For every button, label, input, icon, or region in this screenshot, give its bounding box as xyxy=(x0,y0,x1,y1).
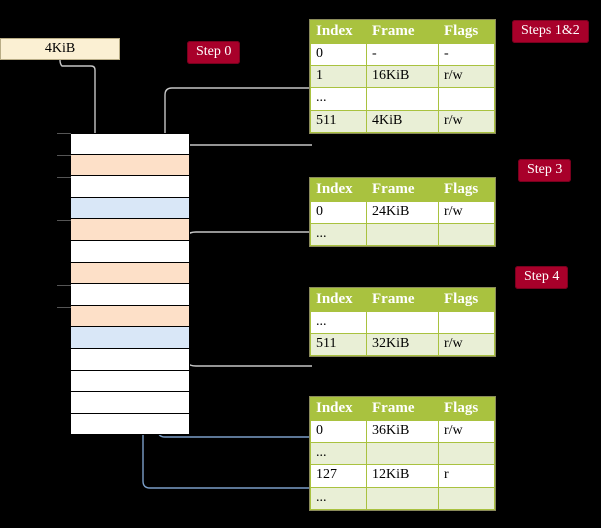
table-cell: ... xyxy=(310,223,367,247)
column-header-flags: Flags xyxy=(438,287,495,313)
table-cell: 36KiB xyxy=(366,420,439,444)
column-header-index: Index xyxy=(310,396,367,422)
memory-frame-row xyxy=(70,176,190,198)
table-cell: r/w xyxy=(438,201,495,225)
memory-frame-row xyxy=(70,284,190,306)
table-cell xyxy=(438,486,495,510)
wire-result-12kib xyxy=(136,332,312,489)
table-cell: 127 xyxy=(310,464,367,488)
memory-tick xyxy=(57,285,71,286)
memory-tick xyxy=(57,133,71,134)
table-cell: 511 xyxy=(310,333,367,357)
table-cell: ... xyxy=(310,87,367,111)
table-cell: 0 xyxy=(310,43,367,67)
badge-step-0: Step 0 xyxy=(187,41,241,64)
table-cell xyxy=(366,311,439,335)
column-header-flags: Flags xyxy=(438,396,495,422)
column-header-frame: Frame xyxy=(366,396,439,422)
table-cell: 32KiB xyxy=(366,333,439,357)
table-cell: 4KiB xyxy=(366,109,439,133)
table-row: ... xyxy=(310,311,495,335)
table-row: ... xyxy=(310,223,495,247)
wire-step0 xyxy=(59,59,101,156)
memory-frame-row xyxy=(70,197,190,220)
table-cell: 0 xyxy=(310,420,367,444)
table-cell: ... xyxy=(310,442,367,466)
wire-step4 xyxy=(178,308,312,367)
frame-4kib-box: 4KiB xyxy=(0,38,120,60)
physical-memory-column xyxy=(70,133,190,436)
table-cell xyxy=(366,87,439,111)
memory-frame-row xyxy=(70,370,190,393)
table-row: ... xyxy=(310,442,495,466)
column-header-frame: Frame xyxy=(366,177,439,203)
memory-frame-row xyxy=(70,327,190,349)
table-cell xyxy=(438,223,495,247)
memory-tick xyxy=(57,155,71,156)
column-header-index: Index xyxy=(310,19,367,45)
memory-tick xyxy=(57,177,71,178)
memory-frame-row xyxy=(70,219,190,241)
table-cell xyxy=(366,486,439,510)
table-cell: 24KiB xyxy=(366,201,439,225)
table-cell: ... xyxy=(310,486,367,510)
table-cell xyxy=(438,87,495,111)
memory-tick xyxy=(57,220,71,221)
table-row: 0-- xyxy=(310,43,495,67)
wire-steps12 xyxy=(164,87,312,150)
table-cell: r/w xyxy=(438,65,495,89)
memory-frame-row xyxy=(70,240,190,263)
table-cell: r/w xyxy=(438,420,495,444)
column-header-index: Index xyxy=(310,177,367,203)
wire-table1-511 xyxy=(177,144,312,204)
memory-frame-row xyxy=(70,392,190,414)
table-row: ... xyxy=(310,87,495,111)
table-cell: - xyxy=(366,43,439,67)
badge-step-3: Step 3 xyxy=(518,159,572,182)
memory-tick xyxy=(57,307,71,308)
memory-frame-row xyxy=(70,348,190,371)
table-cell: r/w xyxy=(438,333,495,357)
memory-frame-row xyxy=(70,413,190,436)
table-cell: 12KiB xyxy=(366,464,439,488)
column-header-frame: Frame xyxy=(366,287,439,313)
column-header-flags: Flags xyxy=(438,177,495,203)
table-cell: ... xyxy=(310,311,367,335)
table-row: ... xyxy=(310,486,495,510)
column-header-frame: Frame xyxy=(366,19,439,45)
table-cell: 511 xyxy=(310,109,367,133)
memory-frame-row xyxy=(70,133,190,155)
table-cell: - xyxy=(438,43,495,67)
badge-steps-1-2: Steps 1&2 xyxy=(512,20,589,43)
memory-frame-row xyxy=(70,154,190,177)
table-cell xyxy=(366,223,439,247)
column-header-index: Index xyxy=(310,287,367,313)
table-cell xyxy=(438,311,495,335)
table-cell: 16KiB xyxy=(366,65,439,89)
frame-4kib-label: 4KiB xyxy=(44,41,76,56)
table-cell: 0 xyxy=(310,201,367,225)
badge-step-4: Step 4 xyxy=(515,266,569,289)
table-cell xyxy=(366,442,439,466)
table-cell xyxy=(438,442,495,466)
column-header-flags: Flags xyxy=(438,19,495,45)
table-cell: 1 xyxy=(310,65,367,89)
memory-frame-row xyxy=(70,305,190,328)
table-cell: r xyxy=(438,464,495,488)
table-cell: r/w xyxy=(438,109,495,133)
wire-step3 xyxy=(183,231,312,269)
memory-frame-row xyxy=(70,262,190,285)
